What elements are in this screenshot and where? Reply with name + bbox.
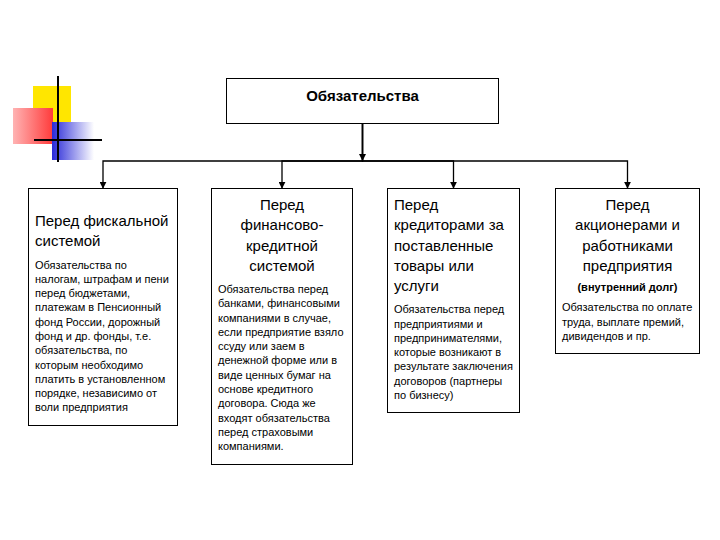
box-title: Обязательства: [237, 87, 488, 104]
box-heading: Перед кредиторами за поставленные товары…: [394, 195, 513, 296]
tree-connector: [363, 124, 454, 188]
box-heading: Перед акционерами и работниками предприя…: [562, 195, 693, 276]
deco-line: [34, 139, 102, 141]
box-body: Обязательства перед банками, финансовыми…: [218, 282, 346, 454]
box-heading: Перед фискальной системой: [35, 211, 171, 252]
box-body: Обязательства перед предприятиями и пред…: [394, 302, 513, 402]
category-box: Перед акционерами и работниками предприя…: [555, 188, 700, 354]
tree-connector: [282, 124, 363, 188]
category-box: Перед кредиторами за поставленные товары…: [387, 188, 520, 413]
box-body: Обязательства по оплате труда, выплате п…: [562, 300, 693, 343]
root-box: Обязательства: [226, 78, 499, 124]
box-note: (внутренний долг): [562, 280, 693, 294]
red-square: [13, 108, 53, 144]
category-box: Перед фискальной системойОбязательства п…: [28, 188, 178, 426]
tree-connector: [103, 124, 363, 188]
category-box: Перед финансово-кредитной системойОбязат…: [211, 188, 353, 465]
box-heading: Перед финансово-кредитной системой: [218, 195, 346, 276]
deco-line: [57, 76, 59, 162]
tree-connector: [363, 124, 628, 188]
box-body: Обязательства по налогам, штрафам и пени…: [35, 258, 171, 415]
